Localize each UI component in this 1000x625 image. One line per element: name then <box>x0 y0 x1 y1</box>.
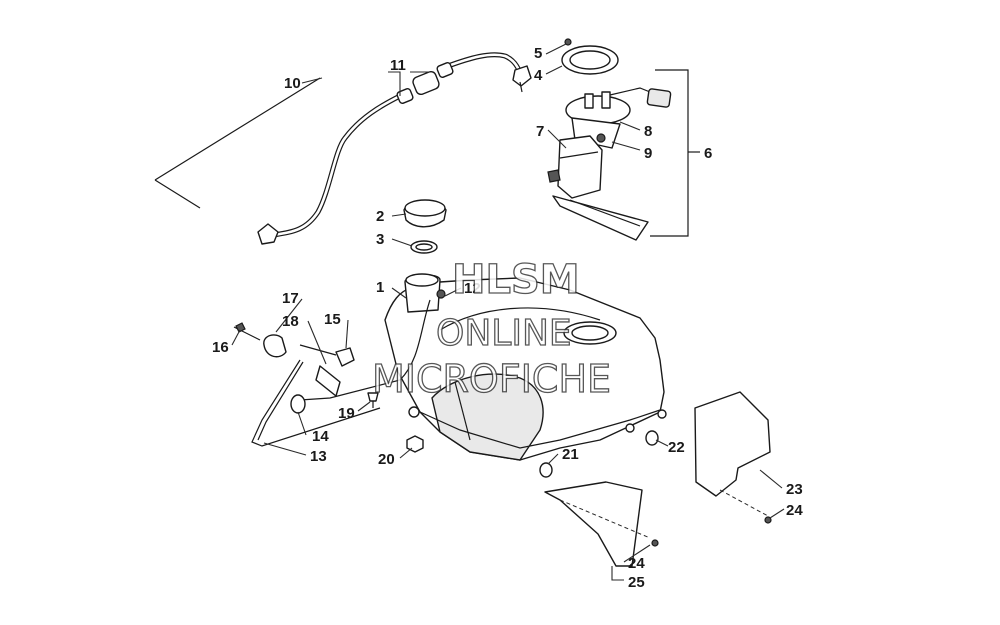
pump-bracket-line <box>650 69 689 237</box>
callout-17: 17 <box>282 290 299 307</box>
callout-25: 25 <box>628 574 645 591</box>
vent-hose-assembly <box>233 299 431 447</box>
inline-fuel-filter <box>396 62 454 104</box>
hose-bracket-line-top <box>154 77 321 181</box>
watermark-line-3: MICROFICHE <box>372 357 611 401</box>
callout-23: 23 <box>786 481 803 498</box>
callout-7: 7 <box>536 123 544 140</box>
fuel-pump-assembly <box>547 38 700 241</box>
pump-filter <box>557 135 603 199</box>
callout-labels: 10 11 5 4 7 8 9 6 2 3 1 12 17 18 15 16 1… <box>212 45 803 591</box>
vent-bracket <box>315 365 341 397</box>
grommet-lower <box>539 462 553 478</box>
quick-connector <box>512 65 532 87</box>
callout-9: 9 <box>644 145 652 162</box>
vent-loop <box>251 359 381 447</box>
vent-clamp <box>290 394 306 414</box>
callout-10: 10 <box>284 75 301 92</box>
pump-connector <box>646 88 672 108</box>
vent-hose-path <box>299 299 431 401</box>
callout-3: 3 <box>376 231 384 248</box>
callout-20: 20 <box>378 451 395 468</box>
watermark-line-1: HLSM <box>452 257 580 303</box>
nut <box>406 435 424 453</box>
callout-6: 6 <box>704 145 712 162</box>
callout-18: 18 <box>282 313 299 330</box>
callout-12: 12 <box>464 280 481 297</box>
callout-1: 1 <box>376 279 384 296</box>
watermark-line-2: ONLINE <box>436 313 572 354</box>
callout-14: 14 <box>312 428 329 445</box>
callout-19: 19 <box>338 405 355 422</box>
tank-mount-b <box>625 423 635 433</box>
shield-screw-lower <box>651 539 659 547</box>
tank-cradle <box>431 373 544 461</box>
callout-4: 4 <box>534 67 543 84</box>
filler-cap-group <box>403 199 447 254</box>
vent-check-valve <box>335 347 355 367</box>
tank-mount-a <box>408 406 420 418</box>
watermark: HLSM ONLINE MICROFICHE <box>371 256 611 401</box>
callout-22: 22 <box>668 439 685 456</box>
callout-2: 2 <box>376 208 384 225</box>
vent-valve <box>263 334 287 358</box>
fuel-tank <box>384 273 667 461</box>
leader-lines <box>231 43 785 581</box>
callout-24-rear: 24 <box>786 502 803 519</box>
callout-21: 21 <box>562 446 579 463</box>
callout-13: 13 <box>310 448 327 465</box>
heat-shield-rear <box>694 391 771 497</box>
pump-tray <box>552 195 649 241</box>
callout-16: 16 <box>212 339 229 356</box>
vent-fitting <box>436 289 446 299</box>
heat-shield-lower <box>544 481 643 567</box>
grommet-rear <box>645 430 659 446</box>
fuel-hose-assembly <box>154 52 532 245</box>
hose-end-fitting <box>257 223 279 245</box>
callout-11: 11 <box>390 57 406 74</box>
callout-5: 5 <box>534 45 542 62</box>
callout-24-lower: 24 <box>628 555 645 572</box>
screw <box>367 392 379 402</box>
callout-15: 15 <box>324 311 341 328</box>
hose-bracket-line-bottom <box>154 179 201 209</box>
shield-screw-rear <box>764 516 772 524</box>
gasket-screw <box>564 38 572 46</box>
callout-8: 8 <box>644 123 652 140</box>
